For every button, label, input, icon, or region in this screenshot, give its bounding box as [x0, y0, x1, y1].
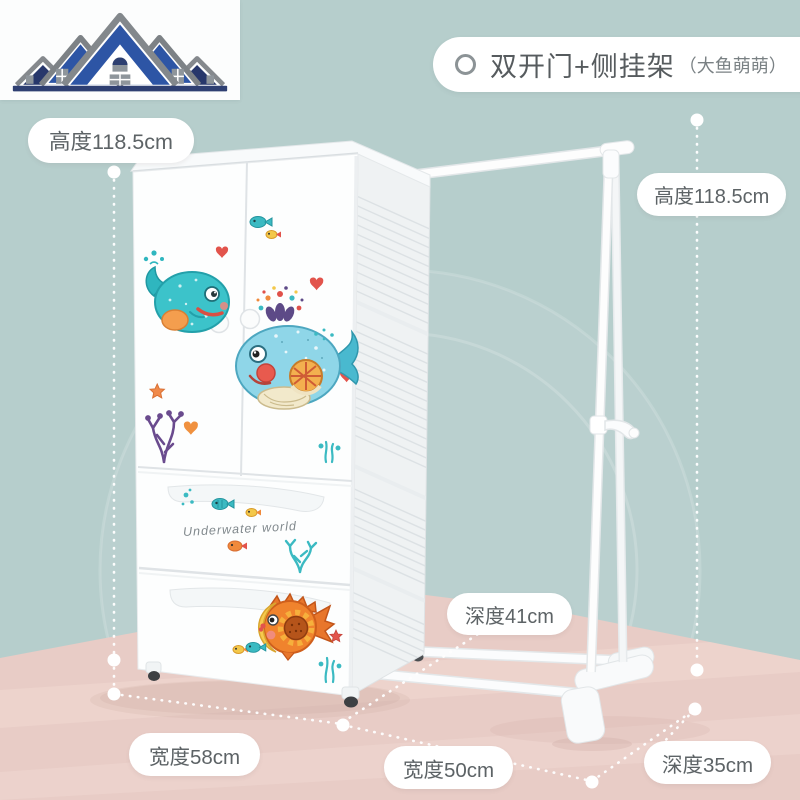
variant-option-pill[interactable]: 双开门+侧挂架 （大鱼萌萌） — [433, 37, 800, 92]
rack-poles — [586, 149, 628, 673]
small-fish-yellow-icon — [265, 230, 281, 239]
whale-sticker-teal — [143, 250, 230, 333]
small-fish-yellow-icon — [245, 508, 261, 517]
bubbles-icon — [181, 488, 194, 506]
variant-subtitle: （大鱼萌萌） — [678, 55, 787, 76]
whale-sticker-blue — [235, 325, 359, 410]
coral-teal-icon — [284, 538, 318, 574]
cabinet-front-wheels — [145, 661, 360, 708]
small-fish-orange-icon — [227, 540, 247, 552]
label-rack-depth: 深度35cm — [644, 741, 772, 784]
label-cabinet-depth: 深度41cm — [447, 593, 572, 635]
splash-sticker — [256, 286, 304, 322]
heart-icon — [309, 277, 324, 291]
variant-title: 双开门+侧挂架 — [490, 52, 675, 82]
cabinet: Yeya — [100, 140, 431, 715]
small-fish-teal-icon — [245, 642, 267, 653]
brand-logo-card — [0, 0, 240, 100]
heart-icon — [215, 246, 229, 258]
small-fish-teal-icon — [249, 216, 273, 228]
rack-front-foot — [552, 654, 654, 751]
door-knob-right — [239, 308, 261, 330]
starfish-icon — [148, 382, 166, 399]
label-height-left: 高度118.5cm — [28, 118, 194, 163]
heart-icon — [183, 421, 198, 435]
drawer-handle-recess — [167, 484, 325, 512]
coral-purple-icon — [145, 410, 184, 464]
radio-ring-icon — [455, 54, 476, 75]
label-height-right: 高度118.5cm — [637, 173, 787, 216]
seaweed-icon — [318, 440, 341, 464]
roofline-logo — [12, 12, 228, 92]
spray-icon — [314, 328, 334, 341]
rack-hook — [589, 415, 640, 440]
label-cabinet-width: 宽度58cm — [129, 733, 261, 776]
cabinet-side-slats — [352, 193, 430, 674]
starfish-icon — [329, 629, 343, 643]
seaweed-icon — [318, 656, 342, 684]
cabinet-side-panel — [351, 152, 431, 696]
drawer-caption: Underwater world — [183, 519, 298, 539]
label-rack-width: 宽度50cm — [384, 746, 514, 789]
big-fish-sticker — [257, 592, 336, 661]
cabinet-stickers: Underwater world — [143, 216, 359, 684]
rack-t-joint — [602, 149, 620, 179]
small-fish-teal-icon — [211, 498, 235, 510]
whale-spout — [143, 250, 164, 265]
